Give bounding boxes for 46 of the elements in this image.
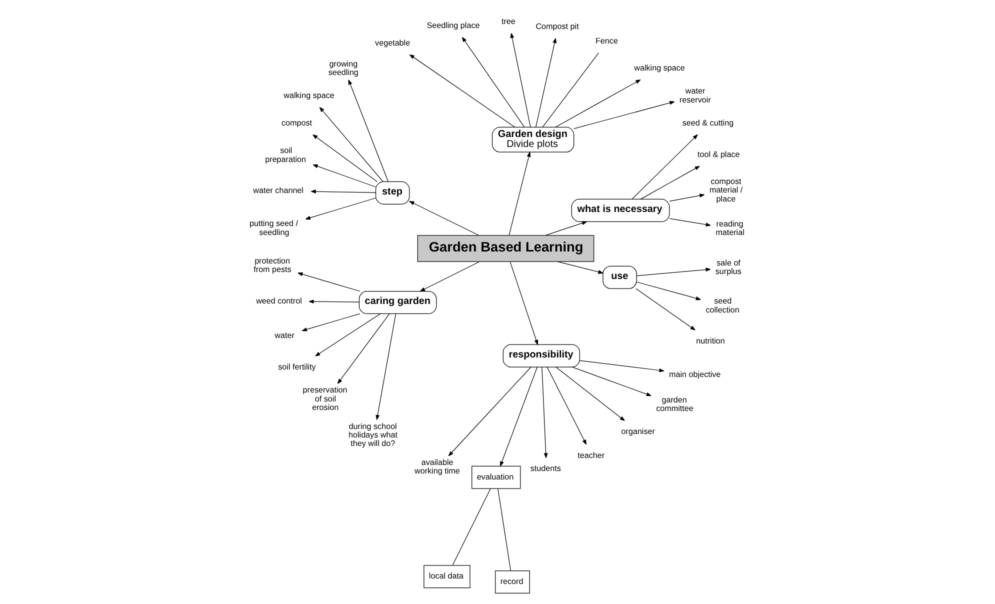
connector [542,52,600,128]
arrow [500,366,538,467]
arrow [408,200,480,236]
arrow [536,37,556,128]
arrow [556,366,626,422]
arrow [636,268,712,276]
node-box: step [375,181,410,204]
arrow [669,218,712,227]
arrow [312,134,378,182]
connector [452,488,491,566]
arrow [337,313,390,384]
arrow [555,79,642,128]
arrow [640,166,700,200]
node-box: Garden design Divide plots [492,126,574,152]
arrow [297,272,360,292]
arrow [348,79,389,182]
arrow [636,282,702,300]
arrow [301,313,360,332]
arrow [408,54,516,128]
connector [498,488,512,572]
arrow [419,261,480,292]
arrow [376,314,396,421]
arrow [462,36,525,128]
node-box: Garden Based Learning [417,235,594,262]
arrow [310,190,376,194]
arrow [510,261,538,346]
node-box: what is necessary [571,198,670,222]
arrow [308,300,360,304]
arrow [314,313,381,357]
node-box: caring garden [358,290,437,314]
arrow [304,198,376,220]
node-box: responsibility [502,344,580,368]
arrow [319,106,384,182]
arrow [632,134,698,200]
arrow [574,101,676,129]
arrow [312,164,376,188]
arrow [510,32,531,128]
node-box: use [602,266,637,289]
arrow [546,366,587,446]
arrow [572,366,652,396]
arrow [448,366,532,457]
arrow [636,288,696,331]
arrow [542,366,548,459]
arrow [669,194,706,202]
arrow [579,360,665,372]
arrow [508,151,531,236]
